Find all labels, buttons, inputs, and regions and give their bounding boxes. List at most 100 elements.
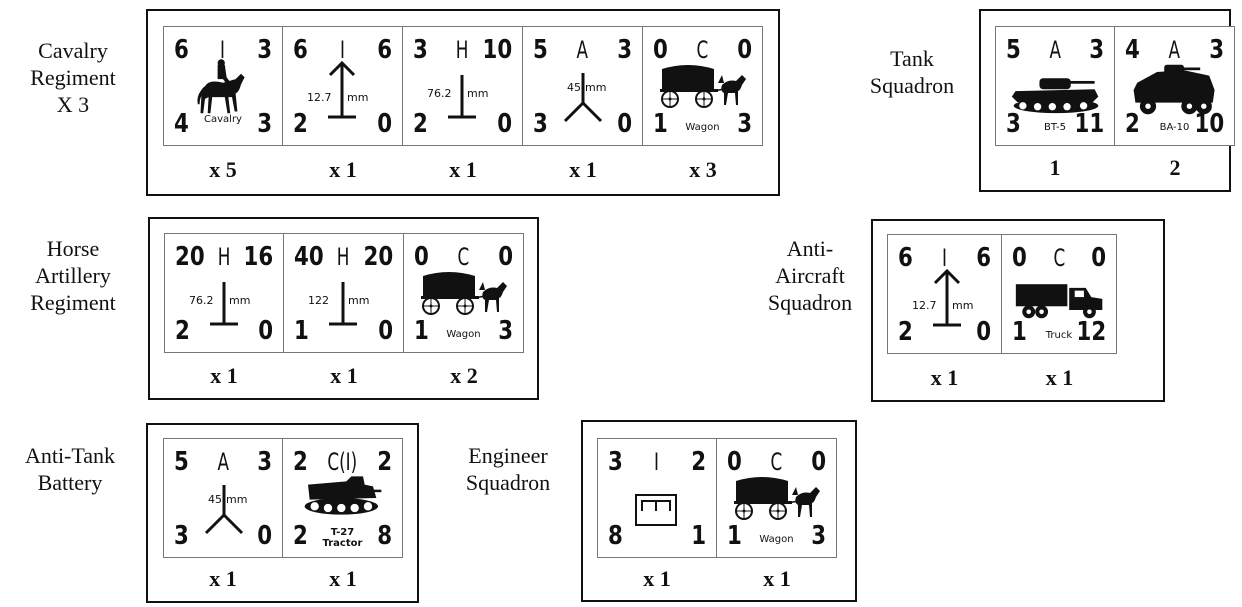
unit-class: I bbox=[598, 449, 716, 475]
movement-value: 1 bbox=[691, 521, 706, 551]
unit-class-letter: H bbox=[337, 243, 350, 271]
attack-value: 4 bbox=[1125, 35, 1140, 65]
unit-class: H bbox=[284, 244, 403, 270]
t27-tractor-icon bbox=[301, 473, 385, 523]
unit-class: C(I) bbox=[283, 449, 402, 475]
label-line: Squadron bbox=[869, 73, 955, 98]
label-line: Horse bbox=[46, 236, 100, 261]
defense-value: 3 bbox=[174, 521, 189, 551]
defense-value: 1 bbox=[414, 316, 429, 346]
counter-quantity: x 1 bbox=[1045, 365, 1074, 390]
label-tank-squadron: Tank Squadron bbox=[854, 45, 970, 99]
attack-value: 3 bbox=[608, 447, 623, 477]
caliber-label: 45 bbox=[567, 81, 581, 94]
counter-quantity: x 1 bbox=[210, 363, 238, 388]
unit-label: mm bbox=[229, 294, 251, 307]
howitzer-symbol-icon bbox=[329, 282, 357, 326]
range-value: 0 bbox=[498, 242, 513, 272]
movement-value: 3 bbox=[257, 109, 272, 139]
counter-quantity: x 1 bbox=[763, 566, 791, 591]
caliber-label: 122 bbox=[308, 294, 329, 307]
attack-value: 40 bbox=[294, 242, 324, 272]
unit-class-letter: H bbox=[456, 36, 469, 64]
label-anti-aircraft-squadron: Anti- Aircraft Squadron bbox=[752, 235, 868, 316]
unit-class-letter: C bbox=[457, 243, 470, 271]
caliber-label: 76.2 bbox=[189, 294, 214, 307]
attack-value: 0 bbox=[653, 35, 668, 65]
unit-class: C bbox=[404, 244, 523, 270]
caliber-label: 12.7 bbox=[307, 91, 332, 104]
defense-value: 2 bbox=[293, 109, 308, 139]
movement-value: 0 bbox=[976, 317, 991, 347]
label-line: Regiment bbox=[30, 290, 116, 315]
attack-value: 2 bbox=[293, 447, 308, 477]
caption-line: Tractor bbox=[322, 538, 363, 549]
unit-label: mm bbox=[347, 91, 369, 104]
counter-quantity: x 5 bbox=[209, 157, 237, 182]
movement-value: 0 bbox=[497, 109, 512, 139]
counter-quantity: x 3 bbox=[689, 157, 717, 182]
unit-class: A bbox=[523, 37, 642, 63]
movement-value: 8 bbox=[377, 521, 392, 551]
caliber-label: 45 bbox=[208, 493, 222, 506]
defense-value: 8 bbox=[608, 521, 623, 551]
machine-gun-symbol-icon bbox=[328, 61, 356, 119]
unit-class: I bbox=[164, 37, 282, 63]
unit-class-letter: C bbox=[696, 36, 709, 64]
caliber-label: 76.2 bbox=[427, 87, 452, 100]
counter-quantity: x 1 bbox=[209, 566, 237, 591]
label-line: Engineer bbox=[468, 443, 548, 468]
unit-class-letter: I bbox=[220, 36, 226, 64]
unit-label: mm bbox=[585, 81, 607, 94]
unit-label: mm bbox=[952, 299, 974, 312]
range-value: 3 bbox=[1209, 35, 1224, 65]
defense-value: 2 bbox=[898, 317, 913, 347]
unit-caption: BT-5 bbox=[1043, 122, 1067, 133]
horse-wagon-icon bbox=[731, 473, 823, 523]
defense-value: 4 bbox=[174, 109, 189, 139]
label-line: Anti-Tank bbox=[24, 443, 116, 468]
horse-wagon-icon bbox=[418, 268, 510, 318]
unit-caption: Truck bbox=[1045, 330, 1073, 341]
counter-quantity: x 1 bbox=[449, 157, 477, 182]
unit-class-letter: I bbox=[340, 36, 345, 64]
attack-value: 5 bbox=[1006, 35, 1021, 65]
unit-caption: Wagon bbox=[759, 534, 794, 545]
movement-value: 0 bbox=[258, 316, 273, 346]
defense-value: 1 bbox=[294, 316, 309, 346]
range-value: 0 bbox=[737, 35, 752, 65]
defense-value: 1 bbox=[727, 521, 742, 551]
unit-caption: Wagon bbox=[685, 122, 720, 133]
label-anti-tank-battery: Anti-Tank Battery bbox=[4, 442, 136, 496]
unit-class: C bbox=[643, 37, 762, 63]
unit-class: I bbox=[888, 245, 1001, 271]
label-line: Anti- bbox=[786, 236, 834, 261]
unit-class-letter: H bbox=[217, 243, 231, 271]
label-cavalry-regiment: Cavalry Regiment X 3 bbox=[12, 37, 134, 118]
caption-line: T-27 bbox=[330, 527, 355, 538]
anti-tank-gun-symbol-icon bbox=[204, 485, 244, 535]
movement-value: 0 bbox=[378, 316, 393, 346]
engineer-symbol-icon bbox=[635, 494, 677, 526]
defense-value: 2 bbox=[1125, 109, 1140, 139]
range-value: 16 bbox=[243, 242, 273, 272]
movement-value: 10 bbox=[1194, 109, 1224, 139]
label-line: Battery bbox=[37, 470, 103, 495]
unit-label: mm bbox=[467, 87, 489, 100]
range-value: 20 bbox=[363, 242, 393, 272]
